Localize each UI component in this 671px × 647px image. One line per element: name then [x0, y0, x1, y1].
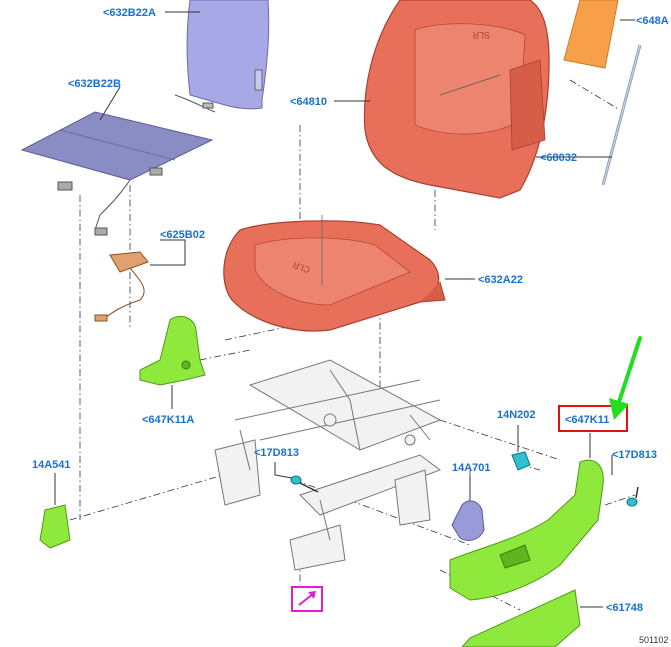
seat-back-foam-64810: SLR: [363, 0, 550, 199]
label-625B02: <625B02: [160, 229, 205, 241]
label-64810: <64810: [290, 96, 327, 108]
outer-trim-647K11: [449, 459, 604, 601]
label-17D813-right: <17D813: [612, 449, 657, 461]
connector-625B02: [94, 251, 149, 322]
label-647K11: <647K11: [565, 414, 609, 426]
lower-trim-61748: [461, 589, 581, 647]
label-647K11A: <647K11A: [142, 414, 194, 426]
label-632B22A: <632B22A: [103, 7, 156, 19]
label-14A541: 14A541: [32, 459, 71, 471]
label-632B22B: <632B22B: [68, 78, 121, 90]
label-17D813-left: <17D813: [254, 447, 299, 459]
motor-14A701: [451, 500, 485, 541]
label-61748: <61748: [606, 602, 643, 614]
view-arrow-icon[interactable]: [291, 586, 323, 612]
rod-68032: [601, 44, 642, 186]
back-pad-648A: [563, 0, 619, 69]
heater-mat-632B22B: [20, 111, 214, 236]
bolt-17D813-right: [626, 486, 639, 507]
seat-frame: [214, 359, 442, 571]
cushion-foam-632A22: CLR: [223, 215, 446, 332]
bolt-17D813-left: [290, 475, 319, 493]
diagram-code: 501102: [639, 635, 668, 645]
green-pointer-arrow-icon: [609, 336, 642, 420]
highlight-box-647K11: [558, 405, 628, 432]
part-14A541: [39, 504, 71, 549]
clip-14N202: [511, 451, 531, 471]
foam-mark-back: SLR: [472, 30, 490, 40]
label-632A22: <632A22: [478, 274, 523, 286]
inner-trim-647K11A: [139, 315, 206, 386]
label-648A: <648A: [636, 15, 669, 27]
seat-back-cover-632B22A: [174, 0, 270, 113]
label-14A701: 14A701: [452, 462, 491, 474]
label-14N202: 14N202: [497, 409, 536, 421]
leader-lines: [54, 11, 635, 608]
label-68032: <68032: [540, 152, 577, 164]
